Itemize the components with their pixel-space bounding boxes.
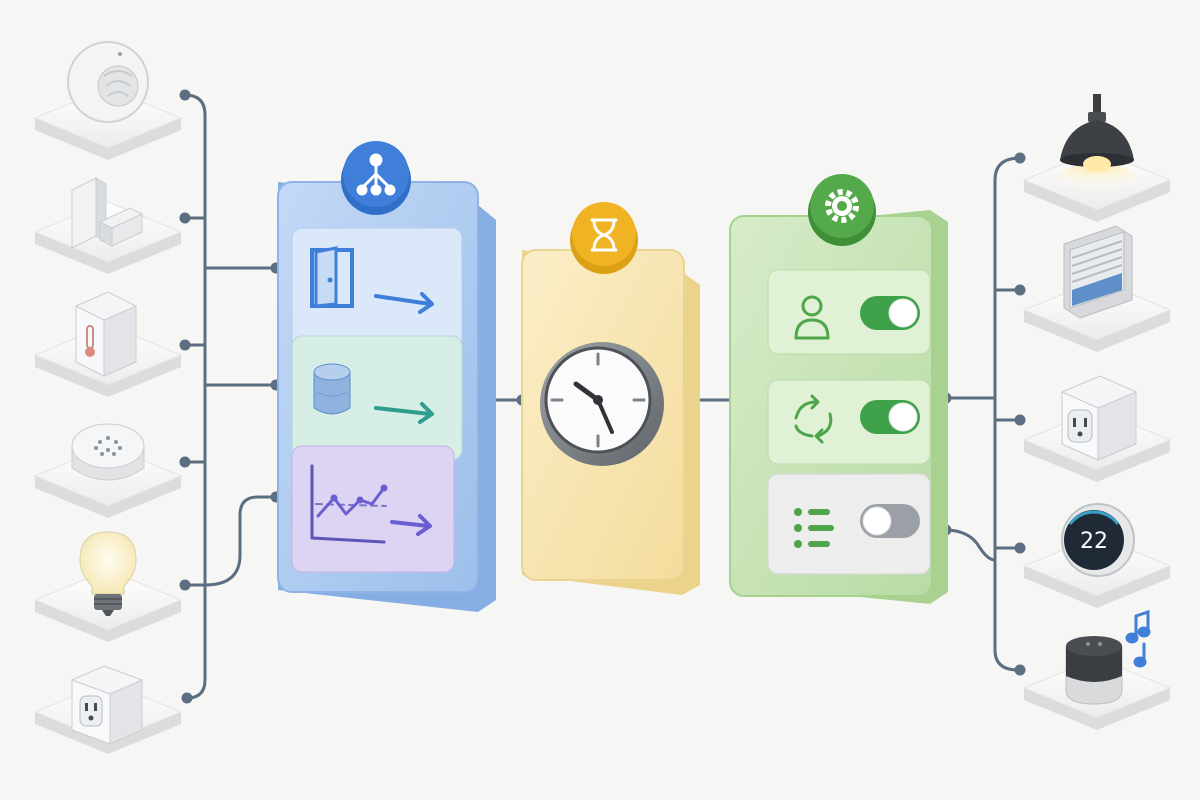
trigger-card-threshold bbox=[291, 445, 455, 573]
left-device-smart-plug bbox=[33, 665, 183, 754]
right-device-smart-outlet bbox=[1022, 375, 1172, 482]
action-toggle-1[interactable] bbox=[860, 296, 920, 330]
door-contact-sensor-icon bbox=[71, 177, 144, 249]
left-device-temperature-sensor bbox=[33, 291, 183, 397]
music-note-icon bbox=[1125, 609, 1151, 668]
smart-outlet-icon bbox=[1061, 375, 1137, 461]
door-open-icon bbox=[310, 246, 354, 308]
right-device-smart-speaker bbox=[1022, 609, 1172, 730]
trigger-badge bbox=[341, 141, 411, 215]
temperature-sensor-icon bbox=[75, 291, 137, 377]
right-device-pendant-lamp bbox=[1022, 94, 1172, 222]
condition-panel bbox=[521, 202, 700, 595]
hourglass-icon bbox=[590, 218, 618, 252]
light-bulb-icon bbox=[79, 531, 137, 616]
action-toggle-2[interactable] bbox=[860, 400, 920, 434]
gear-icon bbox=[825, 189, 859, 223]
window-blind-icon bbox=[1063, 225, 1133, 319]
smoke-detector-icon bbox=[71, 423, 145, 481]
left-bus-wire bbox=[183, 93, 207, 700]
action-badge bbox=[808, 174, 876, 246]
action-to-bus-wire bbox=[943, 528, 997, 562]
threshold-graph-icon bbox=[310, 464, 388, 544]
thermostat-readout: 22 bbox=[1080, 529, 1108, 554]
device-cylinder-icon bbox=[313, 363, 351, 415]
trigger-card-device bbox=[291, 335, 463, 461]
arrow-right-icon bbox=[374, 292, 434, 314]
smart-speaker-icon bbox=[1065, 636, 1123, 705]
trigger-panel bbox=[277, 141, 496, 612]
user-icon bbox=[794, 295, 830, 340]
action-row-sync bbox=[767, 379, 931, 465]
network-hub-icon bbox=[356, 153, 396, 196]
condition-badge bbox=[570, 202, 638, 274]
left-device-smoke-detector bbox=[33, 423, 183, 518]
action-row-user bbox=[767, 269, 931, 355]
action-toggle-3[interactable] bbox=[860, 504, 920, 538]
right-device-thermostat: 22 bbox=[1022, 503, 1172, 608]
clock-icon bbox=[540, 342, 664, 466]
thermostat-icon: 22 bbox=[1061, 503, 1135, 577]
motion-sensor-icon bbox=[67, 41, 149, 123]
arrow-right-icon bbox=[374, 402, 434, 424]
right-bus-wire bbox=[993, 156, 1022, 672]
trigger-card-door bbox=[291, 227, 463, 351]
left-device-light-bulb bbox=[33, 531, 183, 642]
sync-icon bbox=[794, 394, 833, 444]
list-icon bbox=[794, 508, 834, 548]
left-device-motion-sensor bbox=[33, 41, 183, 160]
pendant-lamp-icon bbox=[1057, 94, 1137, 192]
action-row-list bbox=[767, 473, 931, 575]
left-device-door-contact bbox=[33, 177, 183, 274]
bus-to-trigger-wire bbox=[203, 495, 280, 587]
arrow-right-icon bbox=[390, 514, 432, 536]
action-panel bbox=[729, 174, 948, 604]
right-device-window-blind bbox=[1022, 225, 1172, 352]
smart-plug-icon bbox=[71, 665, 143, 745]
